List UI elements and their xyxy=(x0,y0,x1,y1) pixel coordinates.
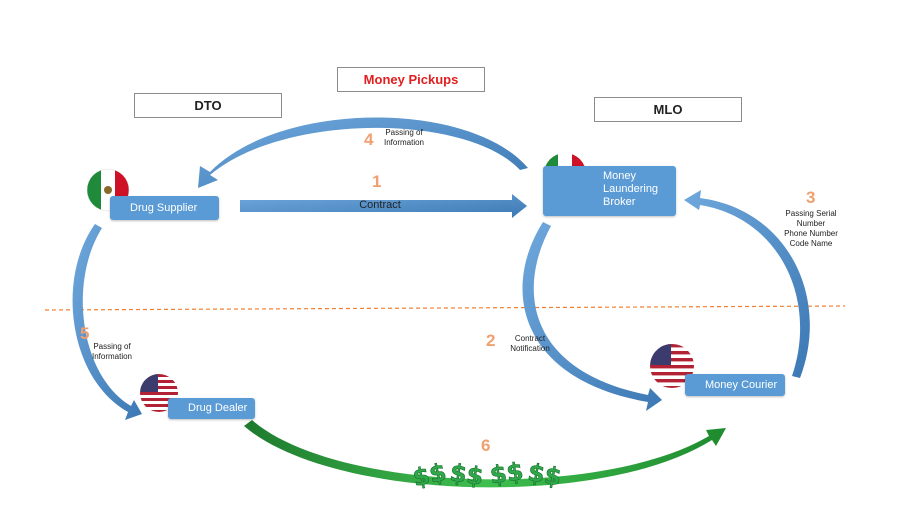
arrow-contract-notification xyxy=(522,222,662,411)
dollar-bill-icon: $$ xyxy=(526,458,564,491)
broker-label-line3: Broker xyxy=(603,196,636,208)
step-1-number: 1 xyxy=(372,172,382,191)
dollar-bill-icons: $$ $$ $$ $$ xyxy=(410,457,564,493)
arrow-passing-information-left xyxy=(72,224,142,420)
money-laundering-broker-node: Money Laundering Broker xyxy=(543,166,676,216)
drug-supplier-node: Drug Supplier xyxy=(110,196,219,220)
dollar-bill-icon: $$ xyxy=(488,457,525,489)
step-2-number: 2 xyxy=(486,331,496,350)
broker-label-line2: Laundering xyxy=(603,183,659,195)
dollar-bill-icon: $$ xyxy=(410,458,448,492)
step-3-number: 3 xyxy=(806,188,816,207)
step-4-label: Passing of Information xyxy=(383,128,425,147)
border-divider-line xyxy=(44,305,846,311)
arrow-money-flow xyxy=(244,420,726,488)
step-4-number: 4 xyxy=(364,130,374,149)
step-5-number: 5 xyxy=(80,324,90,343)
arrow-contract xyxy=(240,194,527,218)
arrow-passing-serial-number xyxy=(684,190,810,378)
step-6-number: 6 xyxy=(481,436,491,455)
step-5-label: Passing of Information xyxy=(91,342,133,361)
broker-label-line1: Money xyxy=(603,170,637,182)
dollar-bill-icon: $$ xyxy=(448,458,485,490)
money-pickups-header: Money Pickups xyxy=(337,67,485,92)
money-courier-node: Money Courier xyxy=(685,374,785,396)
step-2-label: Contract Notification xyxy=(510,334,550,353)
dto-header: DTO xyxy=(134,93,282,118)
step-3-label: Passing Serial Number Phone Number Code … xyxy=(784,209,838,248)
arrow-passing-information-top xyxy=(198,117,528,188)
usa-flag-icon xyxy=(140,374,178,412)
mlo-header: MLO xyxy=(594,97,742,122)
step-1-label: Contract xyxy=(359,199,401,211)
drug-dealer-node: Drug Dealer xyxy=(168,398,255,419)
